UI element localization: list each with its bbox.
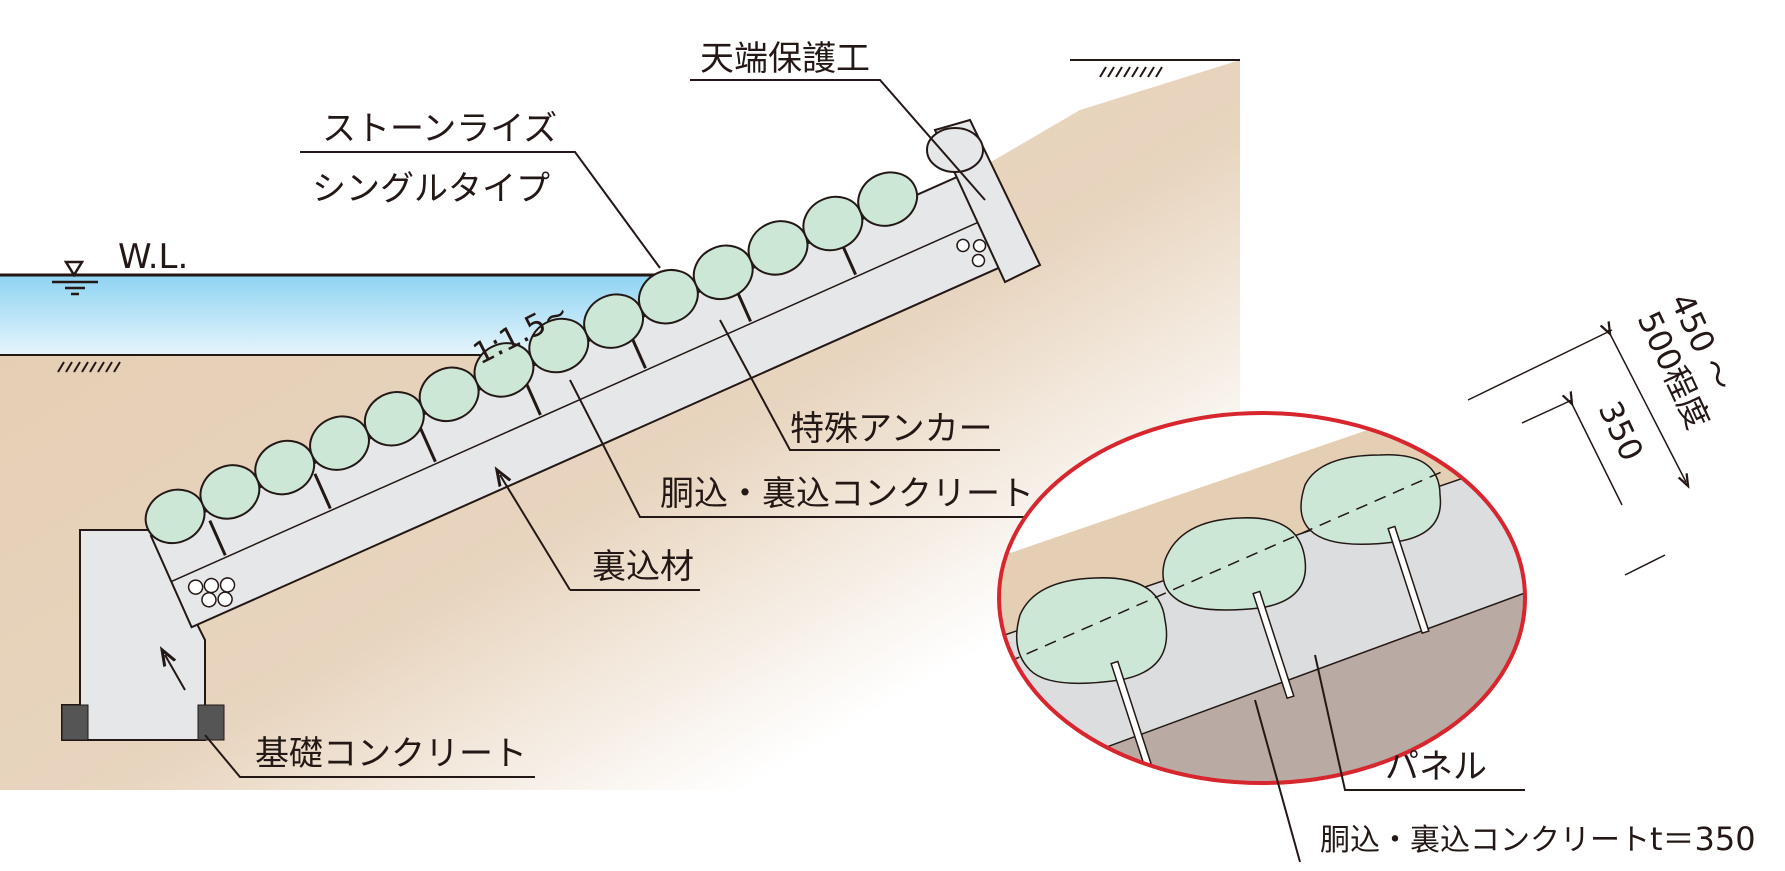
detail-fill-concrete-label: 胴込・裏込コンクリート — [1320, 823, 1650, 858]
ground-hatch-icon — [57, 66, 1163, 373]
product-name-label: ストーンライズ — [322, 109, 557, 149]
water-level-symbol-icon — [52, 260, 98, 296]
fill-concrete-label: 胴込・裏込コンクリート — [660, 474, 1034, 514]
dimension-inner: 350 — [1591, 395, 1651, 466]
detail-centerline — [999, 419, 1525, 671]
detail-view — [999, 413, 1525, 783]
backfill-label: 裏込材 — [592, 547, 694, 587]
foundation-concrete-label: 基礎コンクリート — [255, 734, 527, 774]
detail-anchors — [1110, 525, 1430, 770]
detail-thickness-label: t＝350 — [1650, 820, 1756, 858]
panel-label: パネル — [1385, 747, 1487, 787]
product-type-label: シングルタイプ — [312, 169, 550, 209]
water-level-label: W.L. — [118, 237, 188, 277]
dimension-lines — [1467, 330, 1686, 576]
crown-protection-label: 天端保護工 — [700, 39, 870, 79]
special-anchor-label: 特殊アンカー — [790, 409, 993, 449]
drain-gravel — [187, 238, 987, 608]
facing-stones — [144, 171, 919, 545]
foundation-gravel-right — [197, 704, 225, 741]
crown-stone — [926, 127, 984, 173]
detail-border — [997, 411, 1527, 785]
foundation-gravel-left — [61, 704, 89, 741]
